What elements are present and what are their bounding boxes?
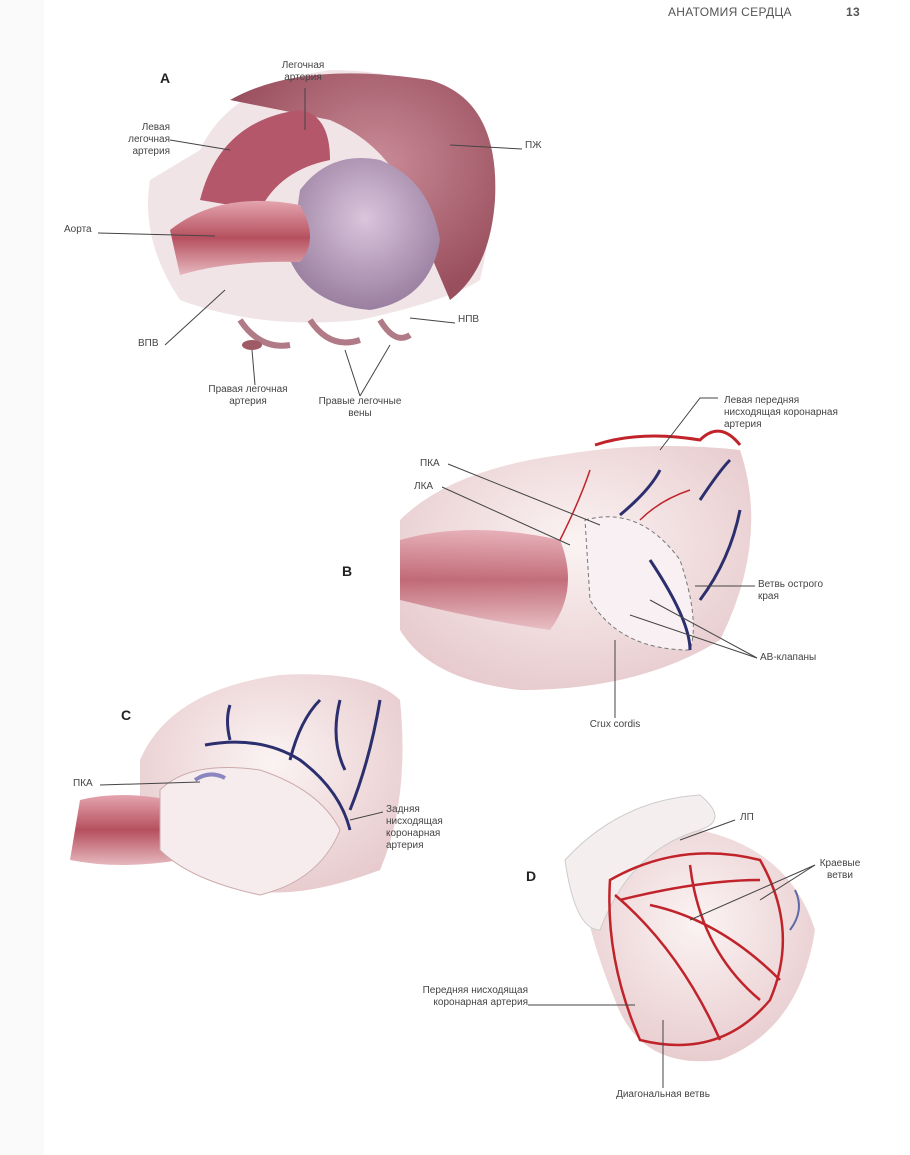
running-header: АНАТОМИЯ СЕРДЦА [668,5,792,19]
label-aorta: Аорта [64,224,92,235]
label-rca-c: ПКА [73,778,93,789]
figure-c-leader-lines [99,781,384,821]
label-crux-cordis: Crux cordis [589,719,641,730]
label-lad: Левая передняя нисходящая коронарная арт… [724,395,838,430]
label-rca-b: ПКА [420,458,440,469]
label-right-pulmonary-veins: Правые легочные вены [318,396,402,419]
label-pda: Задняя нисходящая коронарная артерия [386,804,443,851]
label-av-valves: АВ-клапаны [760,652,817,663]
figure-b-leader-lines [441,397,758,718]
page-edge [0,0,44,1155]
label-la: ЛП [740,812,754,823]
label-ivc: НПВ [458,314,480,325]
label-left-pulmonary-artery: Левая легочная артерия [128,122,170,157]
label-right-pulmonary-artery: Правая легочная артерия [208,384,288,407]
figure-b-heart [400,429,752,690]
panel-label-d: D [526,868,537,884]
panel-label-a: A [160,70,171,86]
figure-a-leader-lines [97,88,523,397]
label-diagonal-branch: Диагональная ветвь [616,1089,710,1100]
panel-label-b: B [342,563,353,579]
label-marginal-branches: Краевые ветви [819,858,861,881]
figure-a-heart [148,70,496,350]
label-pulmonary-artery: Легочная артерия [281,60,325,83]
panel-label-c: C [121,707,132,723]
label-svc: ВПВ [138,338,159,349]
label-acute-marginal: Ветвь острого края [758,579,824,602]
figure-d-heart [564,794,815,1062]
page-number: 13 [846,5,860,19]
label-rv: ПЖ [525,140,542,151]
figure-d-leader-lines [528,819,816,1088]
label-anterior-descending: Передняя нисходящая коронарная артерия [422,985,528,1008]
label-lca-b: ЛКА [414,481,434,492]
figure-c-heart [70,674,403,896]
